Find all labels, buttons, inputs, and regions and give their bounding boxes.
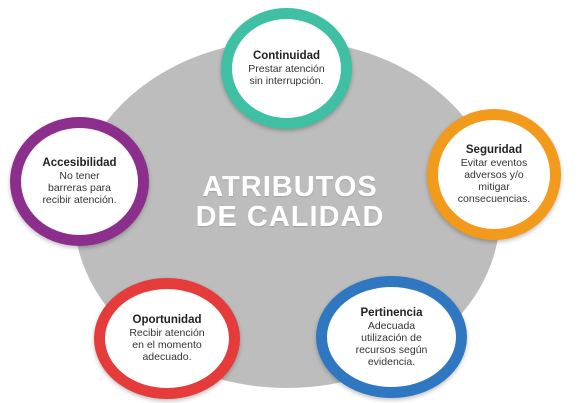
attribute-description: Evitar eventos adversos y/o mitigar cons… <box>457 157 531 205</box>
attribute-description: Prestar atención sin interrupción. <box>248 63 325 87</box>
center-title: ATRIBUTOS DE CALIDAD <box>180 172 400 232</box>
attribute-node-pertinencia: Pertinencia Adecuada utilización de recu… <box>316 276 467 398</box>
attribute-description: Recibir atención en el momento adecuado. <box>129 327 205 363</box>
attribute-title: Continuidad <box>252 50 321 62</box>
attribute-description: No tener barreras para recibir atención. <box>42 170 117 206</box>
attribute-title: Pertinencia <box>360 306 423 319</box>
attribute-title: Oportunidad <box>132 314 202 326</box>
attribute-node-continuidad: Continuidad Prestar atención sin interru… <box>221 8 352 129</box>
attribute-description: Adecuada utilización de recursos según e… <box>355 319 428 368</box>
attribute-title: Accesibilidad <box>42 157 117 169</box>
attribute-title: Seguridad <box>465 144 523 156</box>
attribute-node-accesibilidad: Accesibilidad No tener barreras para rec… <box>10 117 149 246</box>
attribute-node-seguridad: Seguridad Evitar eventos adversos y/o mi… <box>427 109 561 240</box>
attribute-node-oportunidad: Oportunidad Recibir atención en el momen… <box>94 278 240 399</box>
center-title-line1: ATRIBUTOS <box>202 171 378 203</box>
center-title-line2: DE CALIDAD <box>195 201 385 233</box>
